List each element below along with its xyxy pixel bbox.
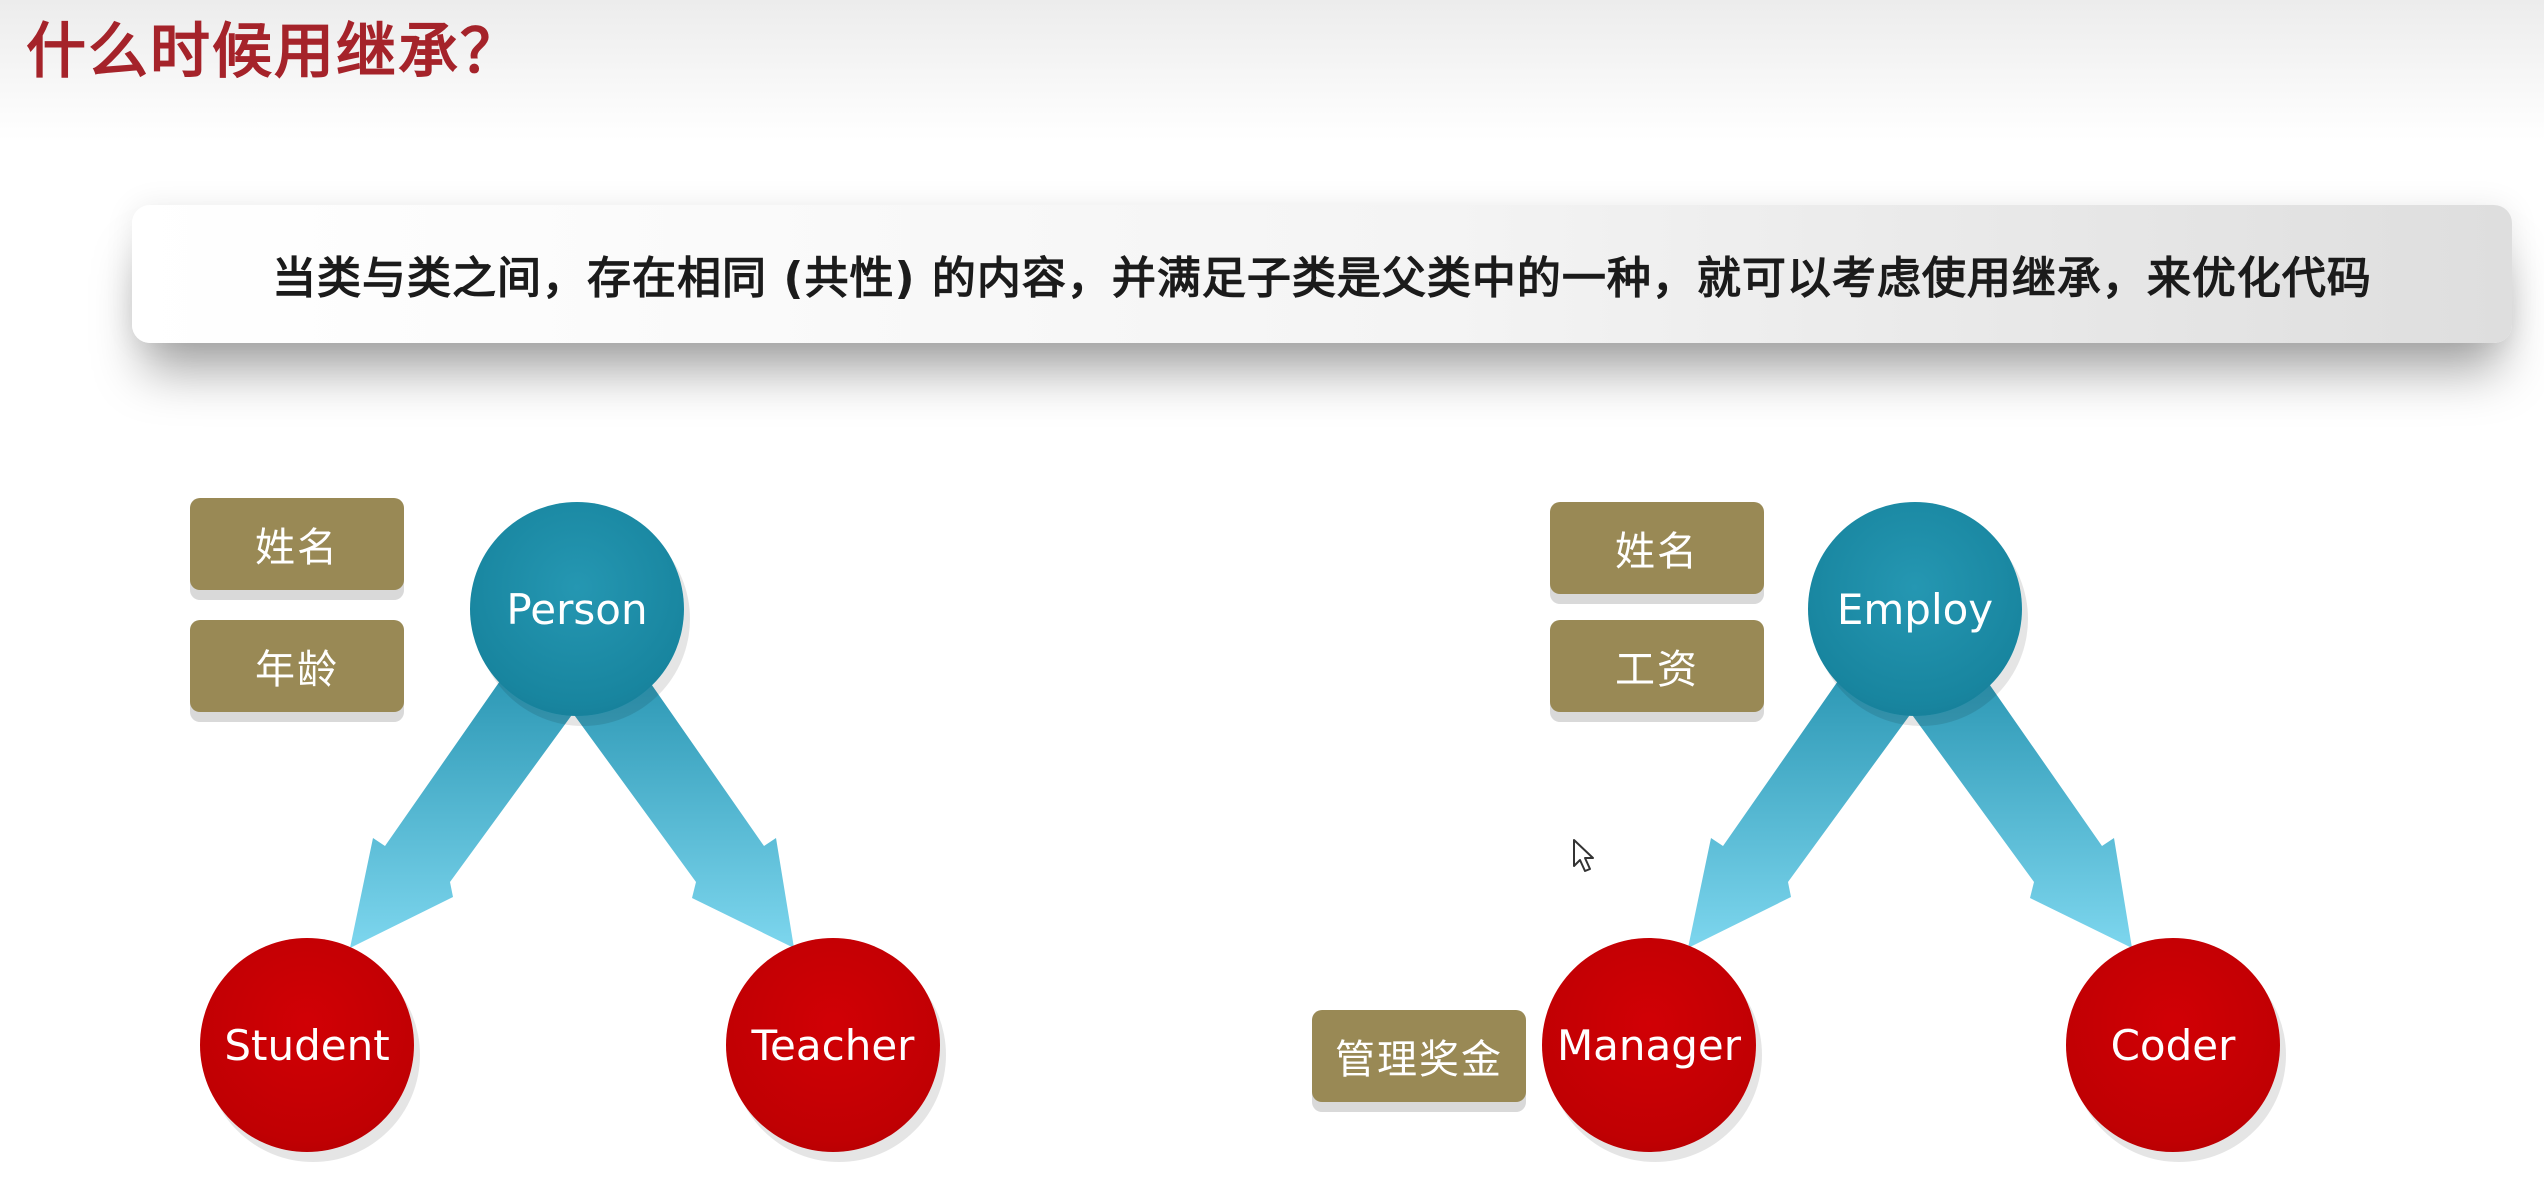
attribute-tag-salary: 工资 — [1550, 620, 1764, 712]
arrow-down-icon — [1910, 668, 2132, 948]
class-node-employ: Employ — [1808, 502, 2022, 716]
class-node-coder: Coder — [2066, 938, 2280, 1152]
attribute-tag-name: 姓名 — [190, 498, 404, 590]
attribute-tag-bonus: 管理奖金 — [1312, 1010, 1526, 1102]
attribute-tag-name: 姓名 — [1550, 502, 1764, 594]
class-node-teacher: Teacher — [726, 938, 940, 1152]
definition-banner: 当类与类之间，存在相同 (共性) 的内容，并满足子类是父类中的一种，就可以考虑使… — [132, 205, 2512, 343]
slide-title: 什么时候用继承？ — [26, 17, 522, 87]
class-node-person: Person — [470, 502, 684, 716]
arrow-down-icon — [350, 668, 574, 948]
class-node-student: Student — [200, 938, 414, 1152]
arrow-down-icon — [572, 668, 794, 948]
arrow-down-icon — [1688, 668, 1912, 948]
mouse-cursor-icon — [1573, 839, 1594, 872]
attribute-tag-age: 年龄 — [190, 620, 404, 712]
class-node-manager: Manager — [1542, 938, 1756, 1152]
definition-text: 当类与类之间，存在相同 (共性) 的内容，并满足子类是父类中的一种，就可以考虑使… — [272, 253, 2372, 304]
